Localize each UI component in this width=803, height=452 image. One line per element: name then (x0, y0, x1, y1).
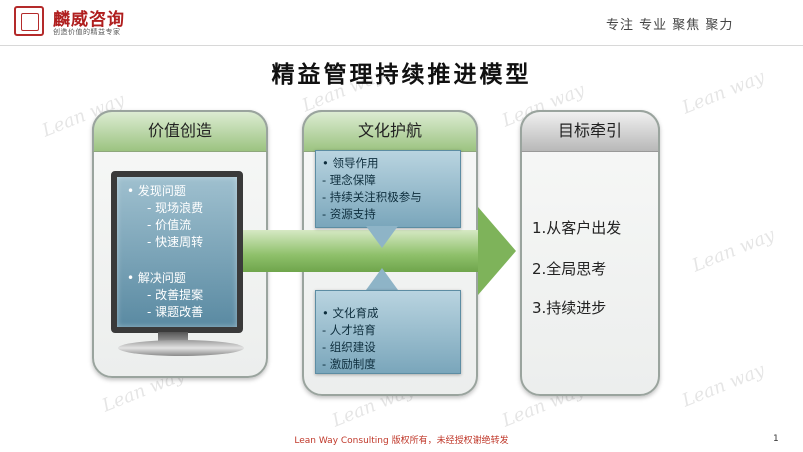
monitor-neck (158, 332, 188, 342)
goal-item: 3.持续进步 (532, 299, 607, 317)
panel-value-creation-title: 价值创造 (92, 110, 268, 152)
list-item: - 快速周转 (147, 235, 204, 249)
panel-goal-title: 目标牵引 (520, 110, 660, 152)
list-item: - 激励制度 (322, 357, 376, 371)
list-item: - 持续关注积极参与 (322, 190, 422, 204)
culture-cultivation-box: • 文化育成 - 人才培育 - 组织建设 - 激励制度 (315, 290, 461, 374)
group-heading: • 解决问题 (127, 271, 186, 285)
list-item: - 人才培育 (322, 323, 376, 337)
slide-title: 精益管理持续推进模型 (271, 62, 532, 88)
group-heading: • 发现问题 (127, 184, 186, 198)
flow-arrow-icon (478, 207, 516, 295)
list-item: - 改善提案 (147, 288, 204, 302)
monitor-stand (118, 340, 244, 356)
box-heading: • 领导作用 (322, 156, 379, 170)
leadership-box: • 领导作用 - 理念保障 - 持续关注积极参与 - 资源支持 (315, 150, 461, 228)
watermark: Lean way (689, 224, 778, 277)
monitor-screen: • 发现问题 - 现场浪费 - 价值流 - 快速周转 • 解决问题 - 改善提案… (111, 171, 243, 333)
problem-discovery-group: • 发现问题 - 现场浪费 - 价值流 - 快速周转 (127, 183, 203, 251)
list-item: - 理念保障 (322, 173, 376, 187)
brand-seal-logo (14, 6, 44, 36)
panel-goal (520, 110, 660, 396)
down-arrow-icon (366, 226, 398, 248)
watermark: Lean way (679, 359, 768, 412)
panel-culture-title: 文化护航 (302, 110, 478, 152)
list-item: - 组织建设 (322, 340, 376, 354)
list-item: - 价值流 (147, 218, 192, 232)
list-item: - 资源支持 (322, 207, 376, 221)
problem-solving-group: • 解决问题 - 改善提案 - 课题改善 (127, 270, 203, 321)
goal-item: 1.从客户出发 (532, 219, 622, 237)
brand-tagline: 创造价值的精益专家 (53, 28, 121, 36)
footer-copyright: Lean Way Consulting 版权所有，未经授权谢绝转发 (294, 436, 509, 446)
list-item: - 现场浪费 (147, 201, 204, 215)
header-slogan: 专注 专业 聚焦 聚力 (606, 18, 734, 33)
list-item: - 课题改善 (147, 305, 204, 319)
goal-item: 2.全局思考 (532, 260, 607, 278)
header-divider (0, 45, 803, 46)
box-heading: • 文化育成 (322, 306, 379, 320)
up-arrow-icon (366, 268, 398, 290)
brand-name: 麟威咨询 (53, 10, 125, 30)
page-number: 1 (773, 434, 779, 444)
